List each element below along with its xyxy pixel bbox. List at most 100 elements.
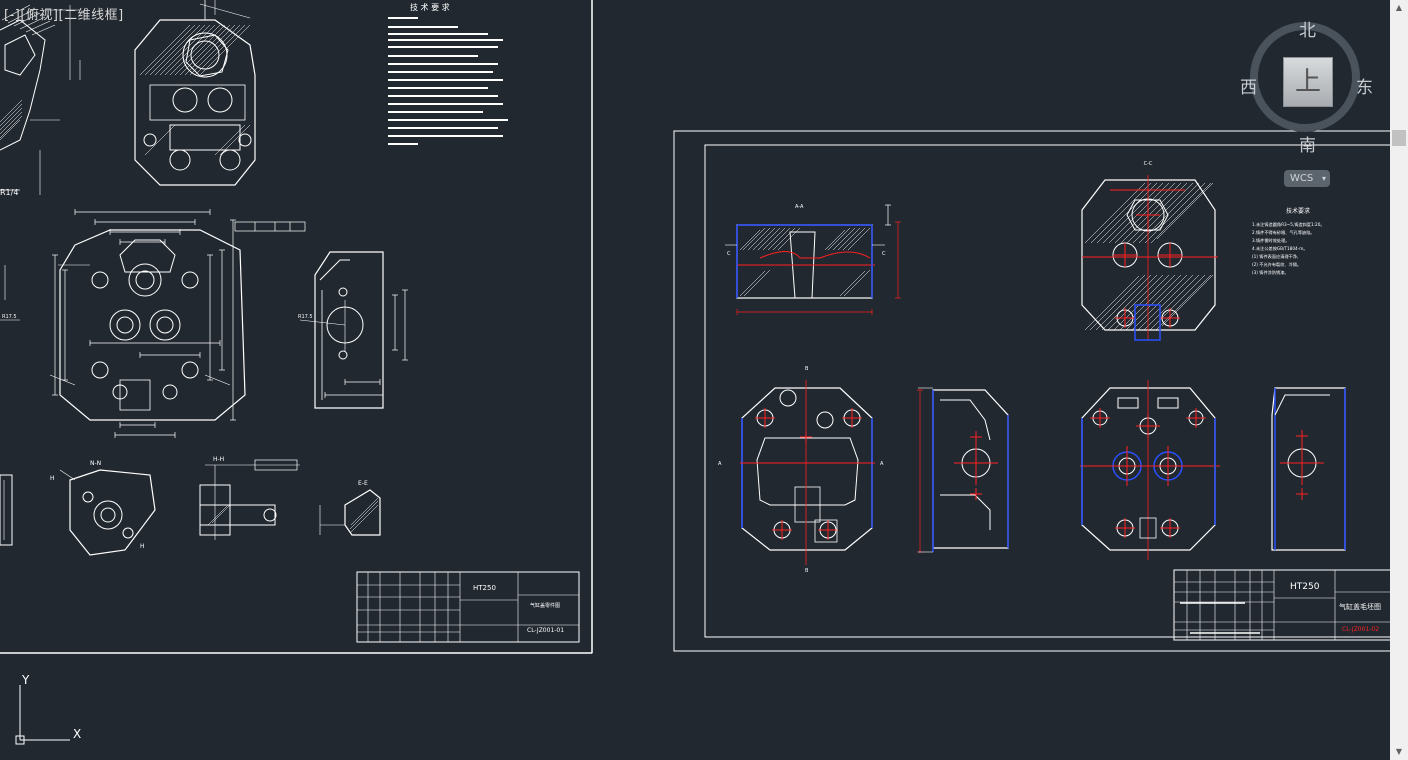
viewcube[interactable]: 上 北 南 西 东 WCS▾ [1240, 10, 1380, 187]
bore-circle [263, 508, 277, 522]
hatch-line [184, 24, 236, 76]
front-bolt-hole [816, 411, 834, 429]
hatch-line [1143, 274, 1200, 331]
side-view-outline [314, 251, 384, 409]
hatch-line [1120, 182, 1182, 244]
hatch-line [169, 124, 176, 131]
scroll-down-arrow-icon[interactable]: ▼ [1395, 747, 1403, 756]
hatch-line [0, 107, 23, 131]
hatch-line [139, 24, 191, 76]
hatch-line [1137, 274, 1194, 331]
tech-line-5: (2) 不允许有裂纹、冷隔。 [1252, 261, 1301, 268]
top-view-slot [1157, 397, 1179, 409]
hatch-line [827, 227, 851, 251]
hatch-line [768, 269, 771, 272]
bore-circle [128, 263, 162, 297]
viewport-menu[interactable]: [-] [4, 8, 21, 23]
hatch-line [772, 227, 796, 251]
leader-line [49, 374, 76, 386]
detail-view-outline [69, 469, 156, 556]
partial-view-line [7, 8, 36, 24]
bolt-hole [219, 149, 241, 171]
scroll-thumb[interactable] [1392, 130, 1406, 146]
view-mode[interactable]: [俯视] [20, 8, 59, 23]
hatch-line [0, 111, 23, 135]
section-label: N-N [90, 460, 101, 467]
viewcube-top-face[interactable]: 上 [1283, 57, 1333, 107]
top-view-slot [1117, 397, 1139, 409]
tech-line-0: 1.未注铸造圆角R3~5,铸造斜度1:20。 [1252, 221, 1325, 228]
visual-style[interactable]: [二维线框] [58, 8, 124, 23]
partial-view-line [13, 12, 41, 27]
hatch-line [767, 227, 791, 251]
bolt-hole [238, 133, 252, 147]
hatch-line [1089, 274, 1146, 331]
section-label: H [140, 543, 145, 550]
bolt-hole [122, 527, 134, 539]
hatch-line [189, 24, 241, 76]
hatch-line [762, 227, 786, 251]
front-lower-slot [814, 519, 838, 543]
hatch-line [1131, 274, 1188, 331]
section-label: H-H [213, 456, 224, 463]
top-view-lower-slot [1139, 517, 1157, 539]
compass-north[interactable]: 北 [1299, 21, 1316, 41]
tech-line-1: 2.铸件不得有砂眼、气孔等缺陷。 [1252, 229, 1315, 236]
hatch-line [1114, 182, 1176, 244]
hatch-line [1144, 182, 1206, 244]
left-sheet-border [0, 0, 593, 654]
hatch-line [0, 119, 21, 141]
vertical-scrollbar[interactable]: ▲ ▼ [1390, 0, 1408, 760]
hatch-line [832, 227, 856, 251]
slot-outline [119, 379, 151, 411]
hatch-line [1096, 182, 1158, 244]
hatch-line [1119, 274, 1176, 331]
bore-circle [116, 316, 134, 334]
ee-section-outline [344, 489, 381, 536]
hatch-line [1126, 182, 1188, 244]
compass-west[interactable]: 西 [1240, 78, 1257, 98]
cc-section-outline [1081, 179, 1216, 331]
compass-east[interactable]: 东 [1356, 78, 1373, 98]
hatch-line [1084, 275, 1140, 331]
gdt-frame [234, 221, 306, 232]
viewport-controls[interactable]: [-][俯视][二维线框] [4, 4, 124, 23]
hatch-line [194, 24, 246, 76]
wcs-menu-button[interactable]: WCS▾ [1284, 170, 1330, 187]
hatch-line [1149, 274, 1206, 331]
hatch-line [1138, 182, 1200, 244]
bore-circle [172, 87, 198, 113]
bolt-hole [181, 361, 199, 379]
hatch-line [349, 504, 379, 534]
bolt-hole [112, 384, 128, 400]
bolt-hole [181, 271, 199, 289]
hatch-line [739, 229, 761, 251]
side-view-edge [319, 259, 350, 281]
compass-ring[interactable] [1250, 22, 1360, 132]
section-label: A [718, 461, 722, 467]
cc-hex [1126, 199, 1169, 231]
wcs-label: WCS [1290, 173, 1314, 184]
right-side-edge [1274, 394, 1330, 416]
part-name-text: 气缸盖毛坯图 [1339, 602, 1381, 611]
compass-south[interactable]: 南 [1299, 136, 1316, 156]
scroll-up-arrow-icon[interactable]: ▲ [1395, 3, 1403, 12]
hatch-line [179, 24, 231, 76]
front-cavity [756, 437, 859, 506]
hatch-line [824, 229, 846, 251]
hatch-line [868, 269, 871, 272]
hatch-line [839, 270, 866, 297]
front-slot [794, 486, 821, 523]
hatch-line [174, 24, 226, 76]
ucs-y-label: Y [21, 673, 30, 687]
hatch-line [144, 24, 196, 76]
hatch-line [837, 227, 861, 251]
hatch-line [1090, 182, 1152, 244]
hatch-line [1095, 274, 1152, 331]
partial-view-outline [0, 474, 13, 546]
material-text: HT250 [1290, 582, 1320, 592]
tech-title: 技术要求 [1286, 207, 1310, 215]
bolt-hole [82, 491, 94, 503]
